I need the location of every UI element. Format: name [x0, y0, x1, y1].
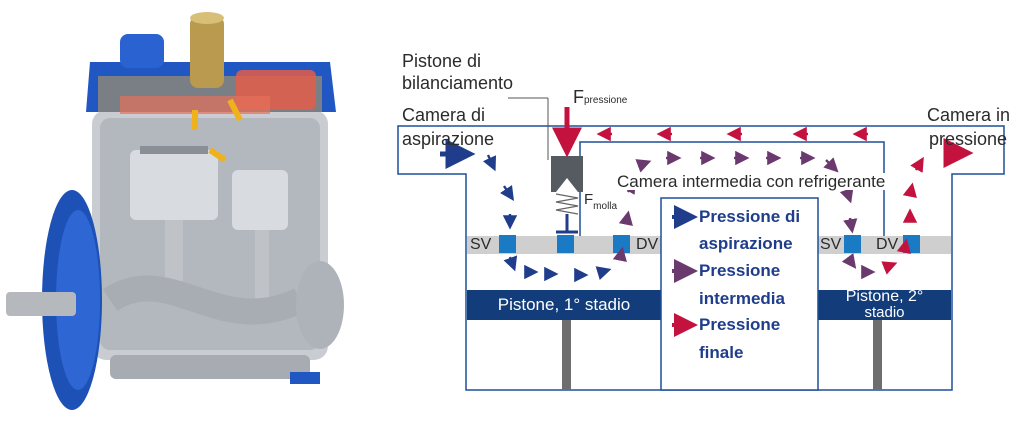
con-rod-right	[255, 230, 269, 320]
legend-final-line1: Pressione	[699, 315, 781, 334]
valve-center	[557, 235, 574, 253]
flow-arrow-icon	[503, 255, 518, 272]
flow-arrow-icon	[635, 159, 652, 173]
label-intermediate-chamber: Camera intermedia con refrigerante	[617, 172, 886, 191]
label-f-pressure: Fpressione	[573, 88, 627, 106]
label-sv-right: SV	[820, 236, 842, 253]
valve-sv-left	[499, 235, 516, 253]
right-end-cap	[296, 261, 344, 349]
legend-intermediate-line2: intermedia	[699, 289, 785, 308]
flow-arrow-icon	[881, 261, 898, 275]
label-f-pressure-main: F	[573, 87, 584, 107]
spring-icon	[555, 193, 579, 215]
flow-arrow-icon	[896, 238, 911, 255]
flow-arrows	[482, 126, 924, 283]
flow-arrow-icon	[843, 217, 858, 234]
flow-arrow-icon	[500, 185, 514, 201]
flow-arrow-icon	[482, 154, 497, 172]
piston-right	[232, 170, 288, 230]
label-pistone-di: Pistone di	[402, 51, 482, 71]
piston-stage2	[818, 290, 951, 320]
label-sv-left: SV	[470, 236, 492, 253]
housing-outline	[397, 125, 1005, 391]
label-f-spring: Fmolla	[584, 191, 617, 212]
flow-arrow-icon	[618, 210, 633, 227]
rod-stage2	[873, 320, 882, 390]
balancing-piston-cone	[556, 178, 578, 192]
flow-indicator	[192, 98, 243, 163]
label-f-spring-sub: molla	[593, 201, 618, 212]
label-pressione: pressione	[929, 129, 1008, 149]
rod-stage1	[562, 320, 571, 390]
flow-arrow-icon	[902, 182, 917, 199]
label-dv-right: DV	[876, 236, 899, 253]
legend-final-line2: finale	[699, 343, 744, 362]
compressor-cutaway-icon	[6, 12, 344, 410]
label-piston-stage2-line1: Pistone, 2°	[845, 288, 924, 305]
label-bilanciamento: bilanciamento	[402, 73, 514, 93]
flow-arrow-icon	[910, 156, 924, 173]
flow-arrow-icon	[841, 253, 857, 269]
brass-fitting	[190, 16, 224, 88]
label-camera-di: Camera di	[402, 105, 486, 125]
label-f-pressure-sub: pressione	[584, 95, 628, 106]
base-mount	[290, 372, 320, 384]
legend-intermediate-line1: Pressione	[699, 261, 781, 280]
crankshaft	[102, 275, 306, 325]
label-f-spring-main: F	[584, 191, 594, 208]
piston-left	[130, 150, 218, 220]
flow-arrow-icon	[595, 266, 612, 280]
legend-suction-line2: aspirazione	[699, 234, 793, 253]
label-camera-in: Camera in	[927, 105, 1011, 125]
flow-arrow-icon	[823, 157, 839, 173]
valve-sv-right	[844, 235, 861, 253]
legend-suction-line1: Pressione di	[699, 207, 801, 226]
top-fitting	[120, 34, 164, 68]
compressor-base	[110, 355, 310, 379]
brass-fitting-top	[190, 12, 224, 24]
label-dv-left: DV	[636, 236, 659, 253]
left-flange-inner	[56, 210, 100, 390]
drive-shaft	[6, 292, 76, 316]
flow-arrow-icon	[839, 187, 854, 204]
legend-box	[660, 197, 819, 391]
label-piston-stage1: Pistone, 1° stadio	[497, 295, 631, 314]
piston-stage1	[467, 290, 661, 320]
piston-left-ring	[140, 146, 208, 154]
label-aspirazione: aspirazione	[402, 129, 495, 149]
flow-arrow-icon	[612, 246, 627, 263]
label-piston-stage2-line2: stadio	[864, 304, 905, 321]
